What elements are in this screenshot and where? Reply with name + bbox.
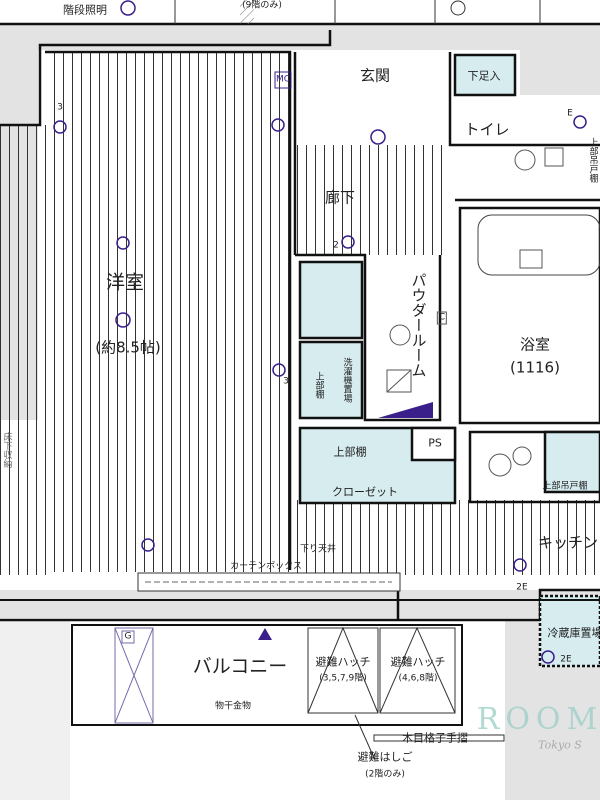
drain-icon xyxy=(258,628,272,640)
corridor-floor xyxy=(295,145,450,255)
corridor-label: 廊下 xyxy=(324,188,356,207)
balcony-wall-zone xyxy=(0,590,600,618)
stair-light-icon xyxy=(120,0,136,16)
hatch-1-floors: (3,5,7,9階) xyxy=(319,673,367,684)
fridge-space-label: 冷蔵庫置場 xyxy=(547,626,600,640)
num-2e-b: 2E xyxy=(560,654,572,665)
stair-light-label: 階段照明 xyxy=(63,3,107,17)
lower-left-zone xyxy=(0,620,70,800)
entrance-label: 玄関 xyxy=(359,66,391,85)
watermark-sub: Tokyo S xyxy=(538,738,582,752)
meter-icon xyxy=(450,0,466,16)
num-2: 2 xyxy=(333,240,339,251)
hatch-1-label: 避難ハッチ xyxy=(315,655,371,669)
powder-room-label: パウダールーム xyxy=(409,272,428,378)
bathroom-size: (1116) xyxy=(510,358,560,377)
g-mark: G xyxy=(121,630,135,644)
side-note: 床下収納 xyxy=(1,432,12,468)
hatch-2-floors: (4,6,8階) xyxy=(398,673,438,684)
num-2e-a: 2E xyxy=(516,582,528,593)
kitchen-floor xyxy=(295,500,600,575)
western-room-floor xyxy=(50,52,290,572)
laundry-hardware-label: 物干金物 xyxy=(214,701,252,712)
hatch-2-label: 避難ハッチ xyxy=(390,655,446,669)
e-mark: E xyxy=(567,108,573,119)
curtain-box-label: カーテンボックス xyxy=(230,561,302,572)
balcony-label: バルコニー xyxy=(192,655,288,678)
closet-label: クローゼット xyxy=(332,485,398,499)
escape-ladder-label: 避難はしご xyxy=(357,750,413,764)
lowered-ceiling-label: 下り天井 xyxy=(299,544,337,555)
right-wall-zone xyxy=(520,50,600,95)
toilet-upper-cabinet-label: 上部吊戸棚 xyxy=(587,137,598,183)
shoe-storage-label: 下足入 xyxy=(467,69,501,83)
ps-label: PS xyxy=(428,436,442,450)
num-3a: 3 xyxy=(57,102,63,113)
curtain-box xyxy=(137,572,401,592)
bathroom-label: 浴室 xyxy=(519,335,551,354)
kitchen-label: キッチン xyxy=(537,533,599,552)
floor2-only-note: (2階のみ) xyxy=(365,769,405,780)
western-room-label: 洋室 xyxy=(105,271,145,294)
c-mark: C xyxy=(436,311,448,325)
toilet-label: トイレ xyxy=(464,120,510,139)
washer-space-label: 洗濯機置場 xyxy=(341,357,352,403)
wood-lattice-rail-label: 木目格子手摺 xyxy=(402,731,468,745)
western-room-size: (約8.5帖) xyxy=(95,338,161,357)
num-3b: 3 xyxy=(283,376,289,387)
upper-shelf-label: 上部棚 xyxy=(333,445,367,459)
floor9-only-note: (9階のみ) xyxy=(242,0,282,11)
mc-box xyxy=(274,71,292,89)
upper-cabinet-label: 上部吊戸棚 xyxy=(542,481,588,492)
mc-label: MC xyxy=(275,74,291,85)
upper-shelf-small-label: 上部棚 xyxy=(313,371,324,399)
watermark-logo: ROOM xyxy=(476,702,600,737)
